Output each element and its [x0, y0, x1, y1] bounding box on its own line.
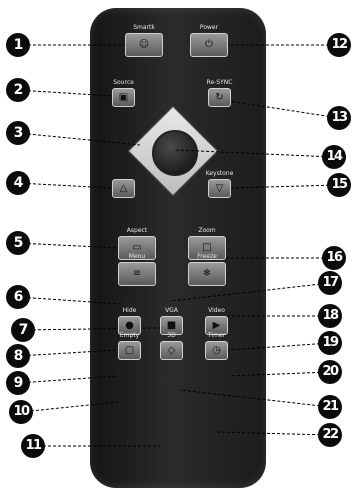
callout-badge-6: 6	[6, 285, 30, 309]
callout-badge-2: 2	[6, 78, 30, 102]
leader-line-20	[228, 372, 330, 376]
button-label: Menu	[129, 254, 145, 260]
callout-badge-9: 9	[6, 371, 30, 395]
callout-badge-15: 15	[327, 173, 351, 197]
power-button[interactable]: ⏻	[190, 33, 228, 57]
callout-badge-17: 17	[318, 271, 342, 295]
button-label: Aspect	[127, 228, 147, 234]
button-label: 3D	[167, 333, 175, 339]
leader-line-2	[18, 90, 112, 96]
button-label: Freeze	[197, 254, 217, 260]
button-label: VGA	[165, 308, 178, 314]
video-icon: ▶	[213, 321, 221, 331]
callout-badge-19: 19	[318, 331, 342, 355]
empty-button[interactable]: ▢	[118, 341, 141, 360]
keystone-up-icon: △	[120, 184, 128, 194]
freeze-icon: ❄	[203, 269, 211, 279]
button-label: Zoom	[198, 228, 215, 234]
freeze-button[interactable]: ❄	[188, 262, 226, 286]
leader-line-10	[21, 402, 118, 412]
button-label: Power	[200, 25, 218, 31]
callout-badge-3: 3	[6, 121, 30, 145]
callout-badge-1: 1	[6, 33, 30, 57]
callout-badge-4: 4	[6, 171, 30, 195]
callout-badge-20: 20	[318, 360, 342, 384]
person-icon: ☺	[139, 40, 149, 50]
vga-icon: ■	[167, 321, 176, 331]
leader-line-6	[18, 297, 122, 304]
source-button[interactable]: ▣	[112, 88, 135, 107]
power-icon: ⏻	[205, 40, 213, 50]
button-label: Video	[208, 308, 225, 314]
callout-badge-10: 10	[9, 400, 33, 424]
leader-line-15	[230, 185, 339, 188]
leader-line-21	[180, 390, 330, 407]
button-label: Hide	[123, 308, 137, 314]
button-label: Empty	[120, 333, 139, 339]
3d-icon: ◇	[168, 346, 176, 356]
callout-badge-22: 22	[318, 423, 342, 447]
menu-icon: ≡	[133, 269, 141, 279]
callout-badge-16: 16	[322, 246, 346, 270]
leader-line-8	[18, 350, 118, 356]
button-label: Re-SYNC	[207, 80, 233, 86]
button-label: Smartk	[133, 25, 155, 31]
sync-icon: ↻	[215, 93, 223, 103]
aspect-icon: ▭	[132, 243, 141, 253]
leader-line-13	[222, 100, 339, 118]
source-icon: ▣	[119, 93, 128, 103]
timer-icon: ◷	[212, 346, 221, 356]
leader-line-22	[216, 432, 330, 435]
button-label: Source	[113, 80, 134, 86]
smartk-button[interactable]: ☺	[125, 33, 163, 57]
callout-badge-13: 13	[327, 106, 351, 130]
button-label: Keystone	[206, 171, 234, 177]
menu-button[interactable]: ≡	[118, 262, 156, 286]
re-sync-button[interactable]: ↻	[208, 88, 231, 107]
zoom-icon: □	[202, 243, 211, 253]
callout-badge-12: 12	[327, 33, 351, 57]
leader-line-3	[18, 133, 140, 145]
timer-button[interactable]: ◷	[205, 341, 228, 360]
leader-line-14	[176, 150, 334, 157]
leader-line-4	[18, 183, 112, 188]
empty-icon: ▢	[125, 346, 134, 356]
callout-badge-18: 18	[318, 304, 342, 328]
hide-icon: ●	[125, 321, 134, 331]
keystone-up-button[interactable]: △	[112, 179, 135, 198]
callout-badge-21: 21	[318, 395, 342, 419]
button-label: Timer	[208, 333, 225, 339]
leader-line-9	[18, 376, 118, 383]
leader-line-5	[18, 243, 120, 248]
callout-badge-5: 5	[6, 231, 30, 255]
keystone-down-icon: ▽	[216, 184, 224, 194]
callout-badge-14: 14	[322, 145, 346, 169]
keystone-button[interactable]: ▽	[208, 179, 231, 198]
callout-badge-7: 7	[11, 318, 35, 342]
callout-badge-11: 11	[21, 434, 45, 458]
leader-line-19	[228, 343, 330, 350]
3d-button[interactable]: ◇	[160, 341, 183, 360]
callout-badge-8: 8	[6, 344, 30, 368]
